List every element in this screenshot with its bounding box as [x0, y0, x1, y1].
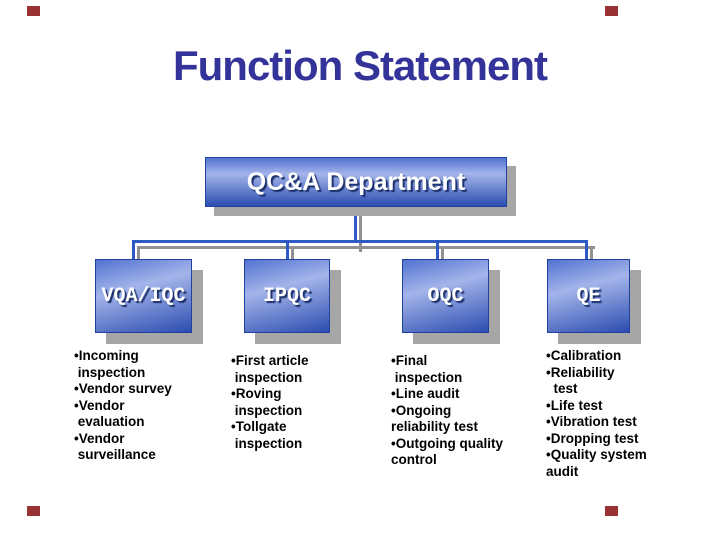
org-node-oqc-label: OQC — [427, 284, 464, 308]
function-line: •Roving — [231, 386, 282, 401]
slide-title: Function Statement — [172, 42, 548, 89]
function-line: •Vendor survey — [74, 381, 172, 396]
function-line: surveillance — [74, 447, 156, 462]
function-line: test — [546, 381, 578, 396]
function-line: reliability test — [391, 419, 479, 434]
org-node-ipqc: IPQC — [244, 259, 330, 333]
function-line: •Final — [391, 353, 428, 368]
function-line: inspection — [391, 369, 463, 385]
connector-shadow-drop-vqa-iqc — [137, 246, 140, 259]
function-list-qe: •Calibration•Reliability test•Life test•… — [546, 348, 711, 480]
org-node-root: QC&A Department — [205, 157, 507, 207]
function-line: •Vibration test — [546, 414, 637, 429]
function-line: inspection — [231, 435, 303, 451]
function-line: •Calibration — [546, 348, 622, 363]
connector-shadow-root-stub — [359, 209, 362, 252]
connector-drop-oqc — [436, 240, 439, 259]
connector-drop-qe — [585, 240, 588, 259]
function-list-ipqc: •First article inspection•Roving inspect… — [231, 353, 381, 452]
corner-marker-top-right — [605, 6, 618, 16]
function-line: •Tollgate — [231, 419, 287, 434]
connector-shadow-drop-oqc — [441, 246, 444, 259]
org-node-vqa-iqc-label: VQA/IQC — [101, 284, 186, 308]
function-line: •Quality system — [546, 447, 647, 462]
function-line: •Line audit — [391, 386, 460, 401]
function-line: •Dropping test — [546, 430, 639, 446]
org-node-root-label: QC&A Department — [246, 167, 466, 196]
corner-marker-top-left — [27, 6, 40, 16]
function-line: •First article — [231, 353, 309, 368]
function-line: •Vendor — [74, 397, 125, 413]
function-line: inspection — [231, 369, 303, 385]
connector-root-stub — [354, 205, 357, 241]
connector-drop-vqa-iqc — [132, 240, 135, 259]
function-line: inspection — [231, 402, 303, 418]
org-node-qe-label: QE — [576, 284, 601, 308]
connector-horizontal — [132, 240, 588, 243]
function-line: control — [391, 452, 437, 467]
connector-shadow-horizontal — [140, 246, 595, 249]
connector-drop-ipqc — [286, 240, 289, 259]
connector-shadow-drop-ipqc — [291, 246, 294, 259]
function-line: inspection — [74, 364, 146, 380]
function-line: evaluation — [74, 414, 145, 429]
connector-shadow-drop-qe — [590, 246, 593, 259]
function-list-vqa-iqc: •Incoming inspection•Vendor survey•Vendo… — [74, 348, 234, 464]
function-line: audit — [546, 463, 579, 479]
function-line: •Incoming — [74, 348, 139, 363]
function-line: •Reliability — [546, 364, 615, 380]
org-node-qe: QE — [547, 259, 630, 333]
function-line: •Ongoing — [391, 402, 452, 418]
function-line: •Life test — [546, 397, 603, 413]
corner-marker-bottom-right — [605, 506, 618, 516]
org-node-oqc: OQC — [402, 259, 489, 333]
org-node-vqa-iqc: VQA/IQC — [95, 259, 192, 333]
corner-marker-bottom-left — [27, 506, 40, 516]
org-node-ipqc-label: IPQC — [262, 284, 311, 308]
function-line: •Vendor — [74, 430, 125, 446]
function-line: •Outgoing quality — [391, 435, 503, 451]
